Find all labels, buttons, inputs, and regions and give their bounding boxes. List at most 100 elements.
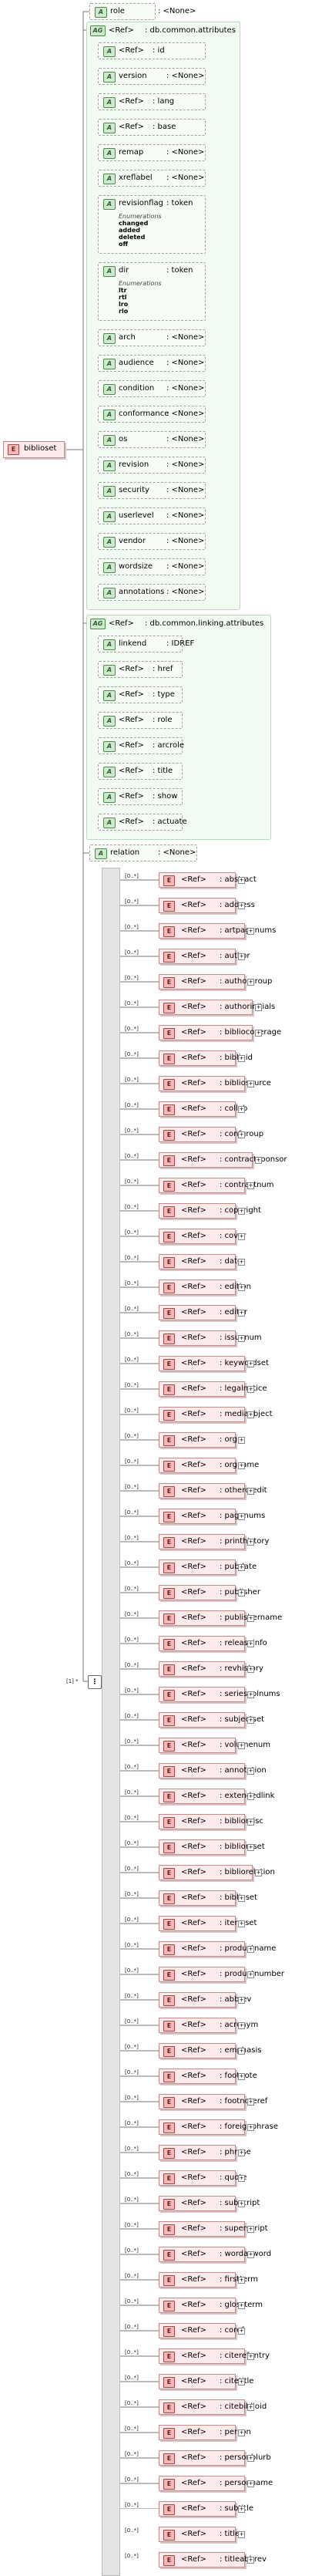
element-ref-box[interactable]: E<Ref>: pagenums bbox=[159, 1509, 265, 1524]
element-ref-box[interactable]: E<Ref>: quote bbox=[159, 2170, 247, 2186]
element-ref-box[interactable]: E<Ref>: publishername bbox=[159, 1610, 282, 1626]
element-ref-box[interactable]: E<Ref>: revhistory bbox=[159, 1661, 263, 1677]
element-ref-box[interactable]: E<Ref>: extendedlink bbox=[159, 1789, 274, 1804]
element-ref-box[interactable]: E<Ref>: releaseinfo bbox=[159, 1636, 267, 1651]
element-ref-box[interactable]: E<Ref>: artpagenums bbox=[159, 923, 276, 939]
attribute-box[interactable]: A<Ref>: id bbox=[98, 42, 206, 59]
element-ref-box[interactable]: E<Ref>: cover bbox=[159, 1229, 246, 1244]
expand-plus-icon[interactable]: + bbox=[247, 1615, 254, 1622]
element-ref-box[interactable]: E<Ref>: authorinitials bbox=[159, 1000, 275, 1015]
element-ref-box[interactable]: E<Ref>: publisher bbox=[159, 1585, 260, 1600]
expand-plus-icon[interactable]: + bbox=[238, 1335, 245, 1342]
element-ref-box[interactable]: E<Ref>: volumenum bbox=[159, 1738, 270, 1753]
element-ref-box[interactable]: E<Ref>: copyright bbox=[159, 1203, 261, 1219]
expand-plus-icon[interactable]: + bbox=[247, 979, 254, 986]
element-ref-box[interactable]: E<Ref>: productnumber bbox=[159, 1967, 284, 1982]
expand-plus-icon[interactable]: + bbox=[247, 1182, 254, 1189]
expand-plus-icon[interactable]: + bbox=[255, 1157, 262, 1164]
element-ref-box[interactable]: E<Ref>: author bbox=[159, 949, 250, 964]
expand-plus-icon[interactable]: + bbox=[247, 928, 254, 935]
element-ref-box[interactable]: E<Ref>: itermset bbox=[159, 1916, 257, 1931]
expand-plus-icon[interactable]: + bbox=[247, 1793, 254, 1800]
expand-plus-icon[interactable]: + bbox=[238, 2200, 245, 2207]
expand-plus-icon[interactable]: + bbox=[238, 2429, 245, 2436]
element-ref-box[interactable]: E<Ref>: title bbox=[159, 2527, 240, 2542]
expand-plus-icon[interactable]: + bbox=[247, 1717, 254, 1724]
expand-plus-icon[interactable]: + bbox=[238, 2328, 245, 2335]
element-ref-box[interactable]: E<Ref>: othercredit bbox=[159, 1483, 267, 1499]
element-ref-box[interactable]: E<Ref>: mediaobject bbox=[159, 1407, 273, 1422]
element-ref-box[interactable]: E<Ref>: address bbox=[159, 898, 255, 913]
expand-plus-icon[interactable]: + bbox=[238, 2022, 245, 2029]
element-ref-box[interactable]: E<Ref>: glossterm bbox=[159, 2298, 263, 2313]
expand-plus-icon[interactable]: + bbox=[247, 1844, 254, 1851]
element-ref-box[interactable]: E<Ref>: foreignphrase bbox=[159, 2119, 278, 2135]
element-ref-box[interactable]: E<Ref>: acronym bbox=[159, 2018, 258, 2033]
expand-plus-icon[interactable]: + bbox=[238, 1131, 245, 1138]
expand-plus-icon[interactable]: + bbox=[238, 953, 245, 960]
expand-plus-icon[interactable]: + bbox=[238, 1895, 245, 1902]
attribute-box[interactable]: A<Ref>: title bbox=[98, 763, 183, 780]
element-ref-box[interactable]: E<Ref>: bibliorelation bbox=[159, 1865, 275, 1880]
element-ref-box[interactable]: E<Ref>: abstract bbox=[159, 872, 257, 888]
element-ref-box[interactable]: E<Ref>: productname bbox=[159, 1941, 276, 1957]
root-element-biblioset[interactable]: E biblioset bbox=[3, 441, 65, 458]
expand-plus-icon[interactable]: + bbox=[238, 1233, 245, 1240]
element-ref-box[interactable]: E<Ref>: subjectset bbox=[159, 1712, 264, 1728]
element-ref-box[interactable]: E<Ref>: personname bbox=[159, 2476, 273, 2491]
expand-plus-icon[interactable]: + bbox=[238, 877, 245, 884]
expand-plus-icon[interactable]: + bbox=[238, 1055, 245, 1062]
expand-plus-icon[interactable]: + bbox=[238, 1106, 245, 1113]
element-ref-box[interactable]: E<Ref>: collab bbox=[159, 1101, 247, 1117]
element-ref-box[interactable]: E<Ref>: abbrev bbox=[159, 1992, 251, 2008]
expand-plus-icon[interactable]: + bbox=[238, 1920, 245, 1927]
element-ref-box[interactable]: E<Ref>: subtitle bbox=[159, 2501, 253, 2517]
expand-plus-icon[interactable]: + bbox=[238, 2048, 245, 2055]
element-ref-box[interactable]: E<Ref>: emphasis bbox=[159, 2043, 261, 2058]
element-ref-box[interactable]: E<Ref>: bibliosource bbox=[159, 1076, 271, 1091]
expand-plus-icon[interactable]: + bbox=[247, 1691, 254, 1698]
expand-plus-icon[interactable]: + bbox=[238, 2175, 245, 2182]
element-ref-box[interactable]: E<Ref>: citebiblioid bbox=[159, 2399, 267, 2415]
expand-plus-icon[interactable]: + bbox=[238, 1590, 245, 1597]
element-ref-box[interactable]: E<Ref>: legalnotice bbox=[159, 1381, 267, 1397]
expand-plus-icon[interactable]: + bbox=[238, 2531, 245, 2538]
attribute-box[interactable]: A<Ref>: base bbox=[98, 119, 206, 136]
element-ref-box[interactable]: E<Ref>: org bbox=[159, 1432, 237, 1448]
expand-plus-icon[interactable]: + bbox=[238, 2277, 245, 2284]
expand-plus-icon[interactable]: + bbox=[247, 2557, 254, 2564]
element-ref-box[interactable]: E<Ref>: contractsponsor bbox=[159, 1152, 287, 1168]
element-ref-box[interactable]: E<Ref>: pubdate bbox=[159, 1559, 257, 1575]
element-ref-box[interactable]: E<Ref>: firstterm bbox=[159, 2272, 258, 2288]
expand-plus-icon[interactable]: + bbox=[238, 1259, 245, 1266]
element-ref-box[interactable]: E<Ref>: citetitle bbox=[159, 2374, 253, 2389]
element-ref-box[interactable]: E<Ref>: citerefentry bbox=[159, 2348, 270, 2364]
expand-plus-icon[interactable]: + bbox=[238, 902, 245, 909]
expand-plus-icon[interactable]: + bbox=[247, 1411, 254, 1418]
expand-plus-icon[interactable]: + bbox=[247, 1640, 254, 1647]
element-ref-box[interactable]: E<Ref>: annotation bbox=[159, 1763, 267, 1779]
element-ref-box[interactable]: E<Ref>: seriesvolnums bbox=[159, 1687, 280, 1702]
expand-plus-icon[interactable]: + bbox=[247, 2480, 254, 2487]
expand-plus-icon[interactable]: + bbox=[238, 1564, 245, 1571]
expand-plus-icon[interactable]: + bbox=[247, 2353, 254, 2360]
element-ref-box[interactable]: E<Ref>: authorgroup bbox=[159, 974, 272, 990]
expand-plus-icon[interactable]: + bbox=[238, 1742, 245, 1749]
attribute-box[interactable]: A<Ref>: type bbox=[98, 686, 183, 703]
expand-plus-icon[interactable]: + bbox=[247, 2404, 254, 2411]
element-ref-box[interactable]: E<Ref>: phrase bbox=[159, 2145, 251, 2160]
